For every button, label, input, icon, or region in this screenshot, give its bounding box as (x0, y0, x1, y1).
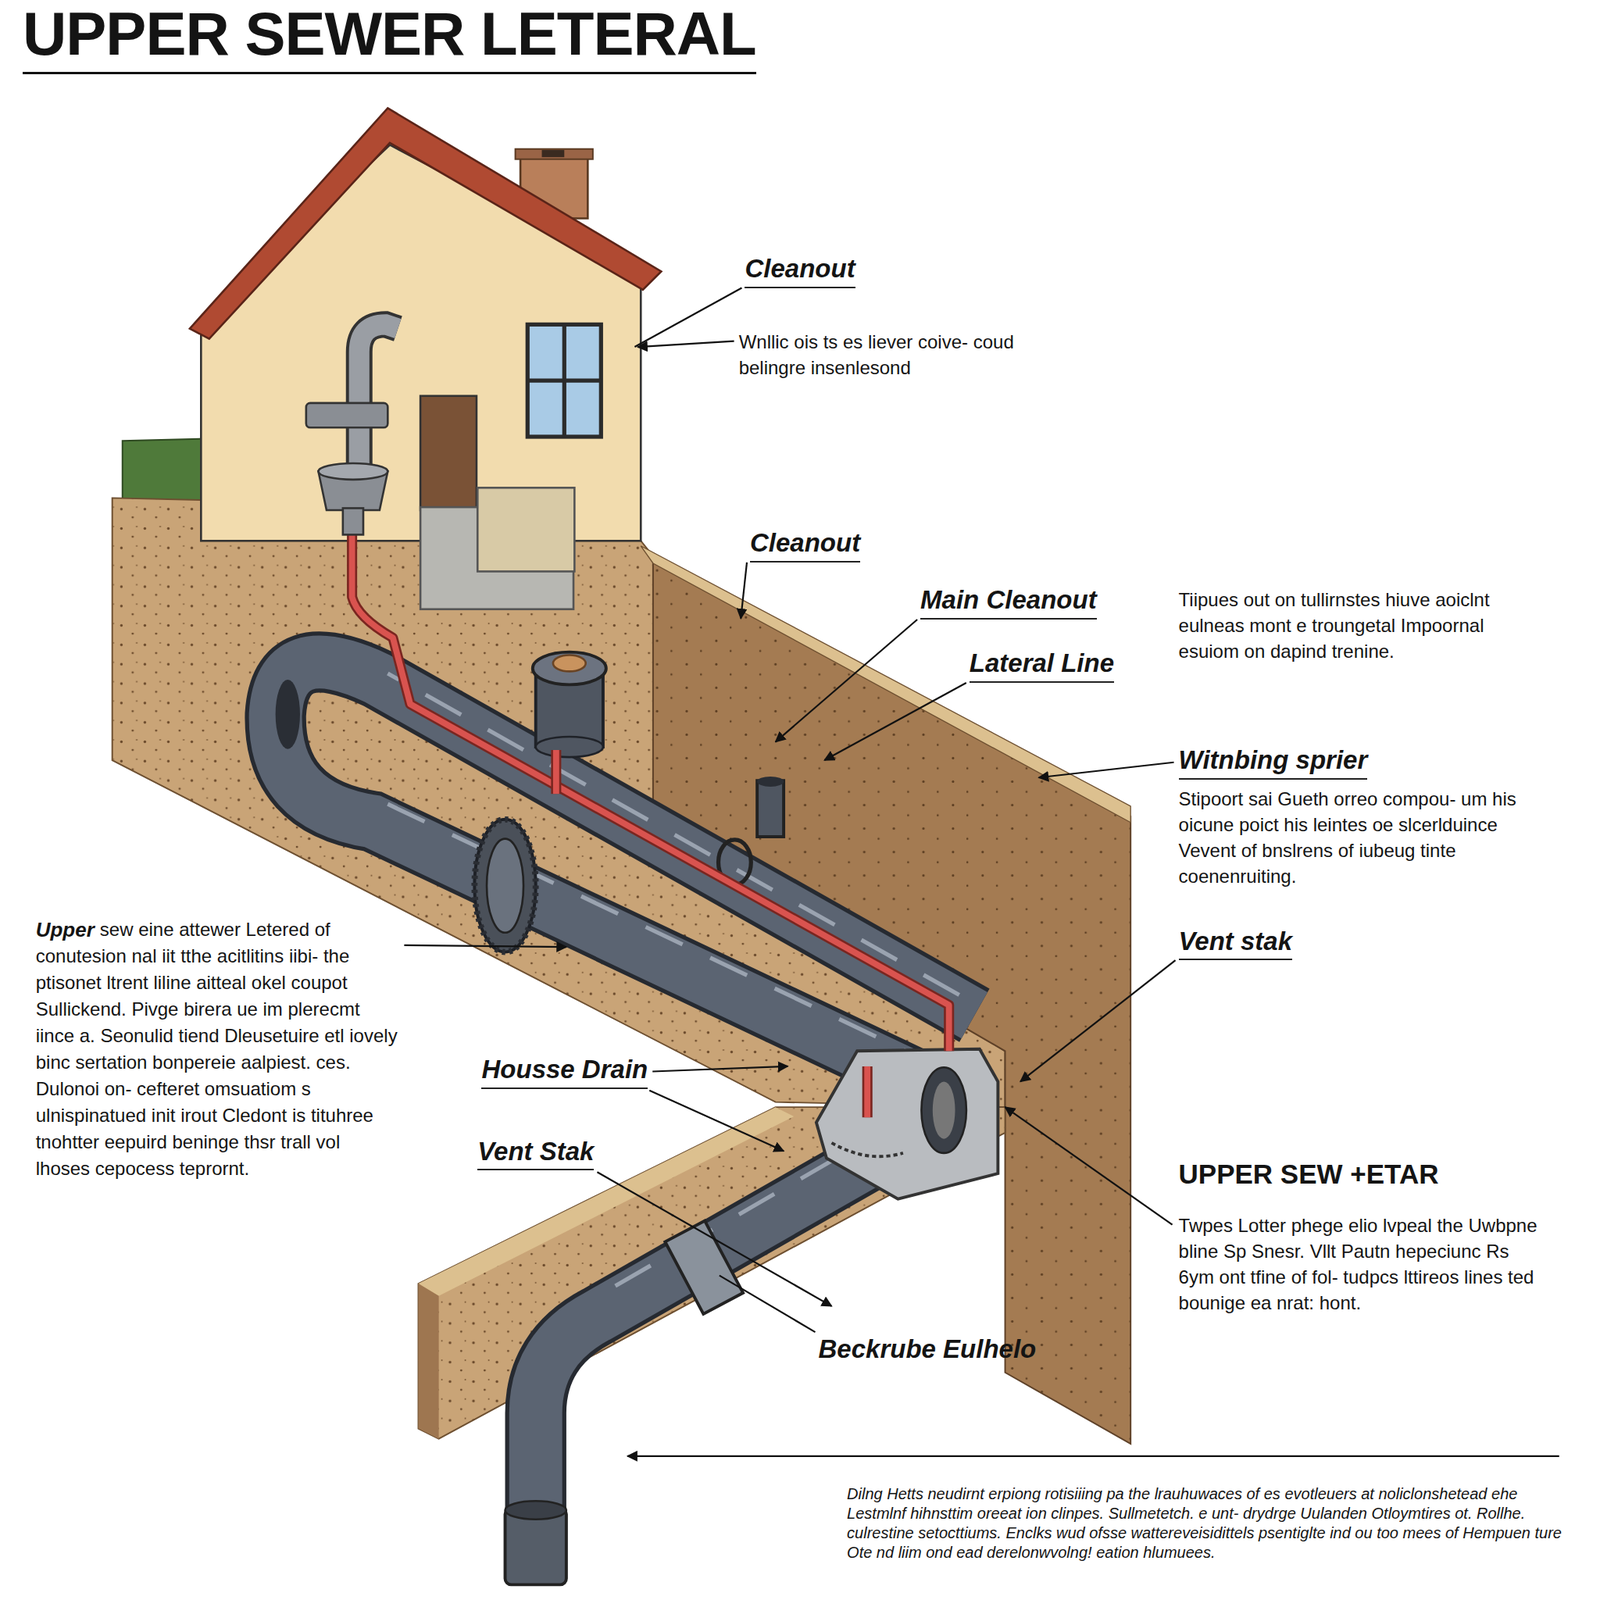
red-line (553, 750, 560, 794)
callout-label: Cleanout (750, 527, 861, 563)
house (527, 324, 601, 437)
house-drain-stack (342, 507, 364, 535)
house (420, 396, 477, 511)
house (189, 107, 661, 609)
house (527, 378, 601, 383)
pipe-coupling (474, 819, 536, 953)
leader-line (637, 341, 734, 348)
leader-line (740, 562, 747, 619)
callout-label: Vent stak (1178, 925, 1293, 961)
house-drain-stack (318, 463, 389, 480)
callout-label: Main Cleanout (920, 584, 1097, 620)
callout-label: Vent Stak (477, 1135, 594, 1172)
house (189, 107, 661, 339)
leader-line (627, 1455, 1559, 1458)
red-line (352, 530, 950, 1118)
house-drain-stack (306, 403, 388, 428)
red-line (862, 1066, 873, 1118)
leader-line (719, 1275, 816, 1333)
junction-fitting (816, 1049, 998, 1200)
grass (122, 439, 202, 503)
leader-line (1039, 762, 1175, 778)
leader-line (649, 1090, 784, 1151)
junction-fitting (932, 1081, 956, 1139)
red-line (550, 750, 561, 794)
paragraph-lead: Upper (35, 916, 95, 943)
main-cleanout (532, 652, 607, 686)
house-drain-stack (306, 324, 399, 535)
junction-fitting (921, 1067, 966, 1154)
soil (418, 1283, 440, 1440)
leader-line (403, 945, 567, 947)
leader-line (634, 288, 742, 348)
callout-text: Wnllic ois ts es liever coive- coud beli… (739, 328, 1076, 381)
red-line (864, 1066, 871, 1118)
vent-riser (757, 776, 784, 787)
red-line (352, 530, 950, 1051)
callout-text: Twpes Lotter phege elio lvpeal the Uwbpn… (1178, 1212, 1547, 1316)
leader-line (652, 1066, 788, 1072)
callout-label: Beckrube Eulhelo (818, 1333, 1037, 1365)
diagram-title: UPPER SEWER LETERAL (22, 3, 757, 75)
main-cleanout (532, 652, 607, 758)
note-text: Dilng Hetts neudirnt erpiong rotisiiing … (846, 1484, 1572, 1563)
section-heading: UPPER SEW +ETAR (1178, 1157, 1440, 1191)
pipe-coupling (664, 1221, 743, 1315)
junction-fitting (816, 1049, 998, 1200)
pipe-coupling (474, 819, 536, 953)
house (542, 150, 565, 158)
sewer-pipe (505, 1500, 567, 1520)
vent-riser (718, 776, 785, 885)
junction-fitting (831, 1142, 903, 1157)
grass (122, 439, 202, 503)
sewer-pipe (535, 1132, 919, 1521)
leader-line (1005, 1107, 1173, 1225)
pipe-coupling (486, 839, 524, 933)
house (200, 144, 641, 541)
callout-label: Lateral Line (969, 647, 1115, 683)
callout-text: Stipoort sai Gueth orreo compou- um his … (1178, 785, 1552, 890)
main-cleanout (553, 655, 586, 672)
red-line (352, 530, 950, 1051)
leader-line (775, 619, 918, 743)
house (477, 487, 575, 572)
sewer-pipe (387, 673, 959, 995)
callout-text: Tiipues out on tullirnstes hiuve aoiclnt… (1178, 586, 1532, 665)
leader-line (824, 682, 966, 761)
sewer-pipe (275, 679, 300, 750)
callout-label: Witnbing sprier (1178, 744, 1368, 780)
soil (640, 546, 1131, 823)
callout-label: Housse Drain (481, 1053, 648, 1090)
sewer-pipe (535, 1132, 919, 1521)
leader-line (596, 1171, 832, 1307)
vent-riser (757, 780, 784, 837)
pipe-coupling (474, 819, 743, 1315)
paragraph-text: sew eine attewer Letered of conutesion n… (35, 916, 399, 1183)
callout-label: Cleanout (744, 253, 855, 289)
leader-line (1020, 960, 1175, 1082)
main-cleanout (535, 736, 604, 758)
house (515, 149, 593, 160)
